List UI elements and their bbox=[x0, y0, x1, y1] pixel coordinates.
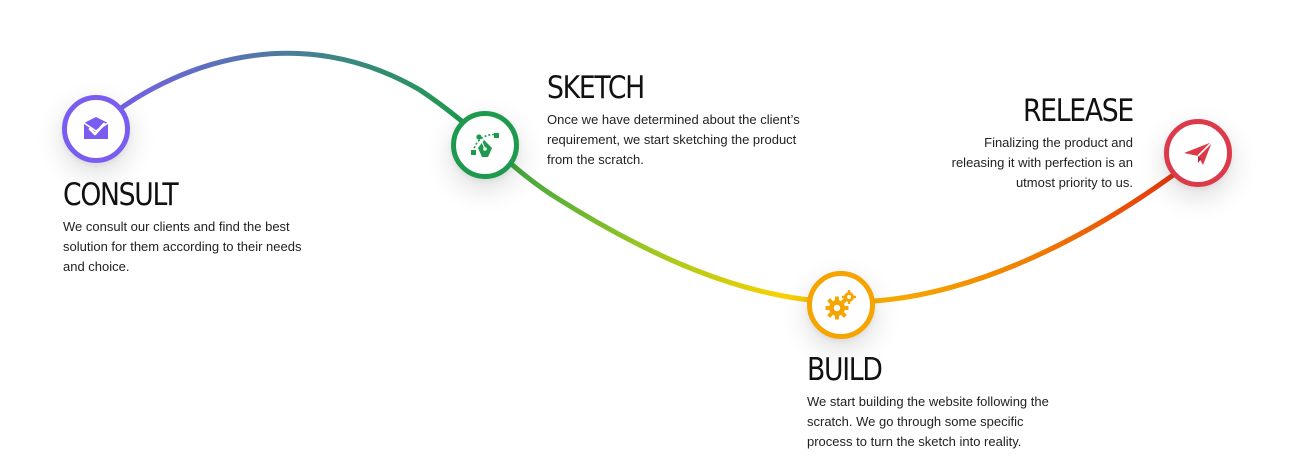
step-description: Once we have determined about the client… bbox=[547, 112, 800, 167]
step-title: RELEASE bbox=[1022, 93, 1134, 129]
consult-step-icon-circle bbox=[62, 95, 130, 163]
release-step-icon-circle bbox=[1164, 119, 1232, 187]
envelope-check-icon bbox=[83, 117, 109, 139]
step-title: CONSULT bbox=[63, 177, 179, 213]
sketch-step-icon-circle bbox=[451, 111, 519, 179]
build-step: BUILD We start building the website foll… bbox=[807, 352, 1062, 452]
step-description: We start building the website following … bbox=[807, 394, 1049, 449]
sketch-step: SKETCH Once we have determined about the… bbox=[547, 70, 802, 170]
pen-tool-vector-icon bbox=[471, 133, 499, 157]
build-step-icon-circle bbox=[807, 271, 875, 339]
gears-icon bbox=[825, 290, 856, 320]
consult-step: CONSULT We consult our clients and find … bbox=[63, 177, 303, 277]
process-path bbox=[92, 50, 1203, 305]
release-step: RELEASE Finalizing the product and relea… bbox=[940, 93, 1135, 193]
step-title: SKETCH bbox=[547, 70, 645, 106]
step-description: We consult our clients and find the best… bbox=[63, 219, 302, 274]
step-description: Finalizing the product and releasing it … bbox=[951, 135, 1133, 190]
step-title: BUILD bbox=[807, 352, 883, 388]
paper-plane-icon bbox=[1184, 141, 1213, 165]
